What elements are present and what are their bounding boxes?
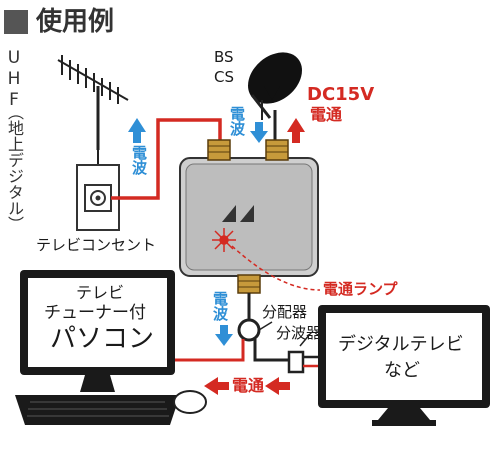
pc-line-3: パソコン — [50, 324, 155, 354]
header-square-icon — [4, 10, 28, 34]
uhf-antenna-icon — [57, 55, 129, 168]
tv-line-1: デジタルテレビ — [338, 334, 464, 355]
pc-line-1: テレビ — [76, 283, 125, 302]
bs-label: BS — [214, 48, 234, 66]
satellite-dish-icon — [248, 52, 302, 120]
page-title: 使用例 — [36, 7, 115, 37]
pc-monitor-icon — [15, 270, 207, 425]
power-lamp-icon — [212, 228, 236, 252]
branch-label: 分波器 — [276, 324, 322, 342]
pc-line-2: チューナー付 — [44, 303, 146, 323]
tv-line-2: など — [384, 360, 420, 381]
arrow-down-icon — [250, 122, 268, 143]
splitter-leader — [258, 321, 273, 331]
arrow-left-icon — [265, 377, 290, 395]
uhf-label-latin: UHF — [4, 48, 24, 111]
cs-label: CS — [214, 68, 234, 86]
dc-voltage-label: DC15V — [307, 84, 375, 105]
radio-wave-label-sat: 電波 — [228, 106, 246, 136]
booster-unit — [179, 139, 319, 294]
branch-leader — [299, 333, 311, 347]
radio-wave-label-left: 電波 — [130, 145, 148, 175]
power-label-bottom: 電通 — [232, 376, 265, 395]
arrow-up-icon — [128, 118, 146, 143]
digital-tv-icon — [318, 305, 490, 426]
arrow-down-icon — [215, 325, 233, 346]
splitter-label: 分配器 — [262, 303, 308, 321]
uhf-label-paren: （地上デジタル） — [5, 104, 24, 232]
lamp-label: 電通ランプ — [323, 280, 398, 298]
power-label-top: 電通 — [310, 105, 343, 124]
arrow-left-icon — [204, 377, 229, 395]
radio-wave-label-out: 電波 — [211, 291, 229, 321]
wall-outlet-label: テレビコンセント — [36, 236, 157, 254]
arrow-up-icon — [287, 118, 305, 143]
branch-filter-icon — [287, 350, 318, 374]
lamp-leader-line — [231, 245, 321, 291]
black-cable-tv — [253, 339, 290, 362]
splitter-icon — [237, 318, 261, 342]
red-cable-outlet — [111, 118, 222, 200]
red-cable-pc — [168, 339, 245, 362]
